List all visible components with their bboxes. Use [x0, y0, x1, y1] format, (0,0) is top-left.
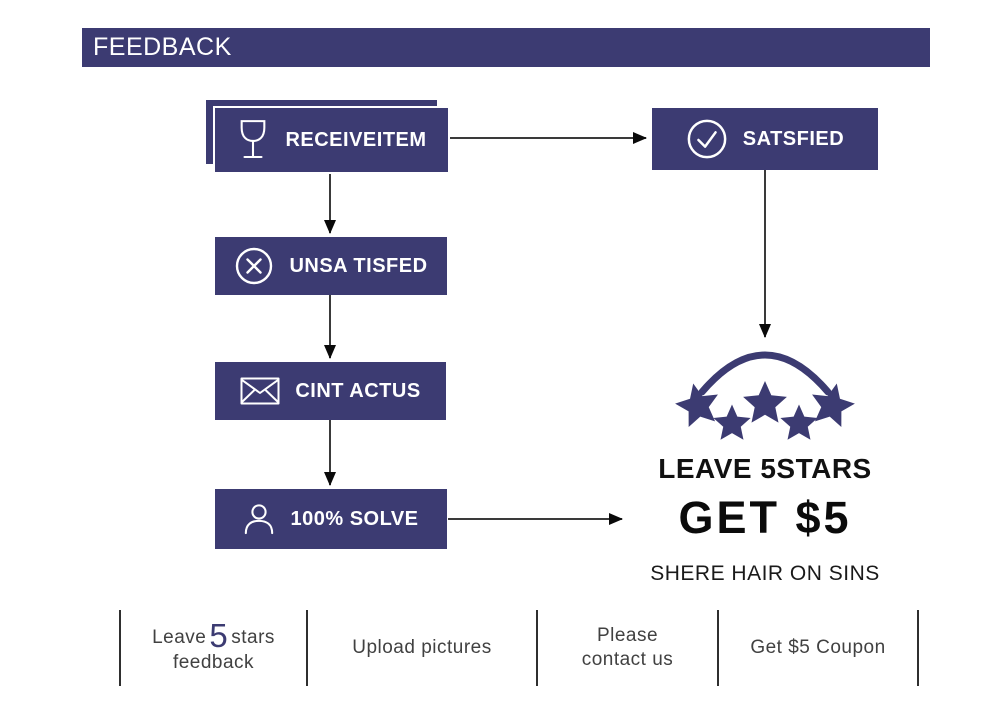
footer-step-line: contact us: [581, 649, 674, 670]
envelope-icon: [240, 377, 280, 405]
footer-divider: [119, 610, 121, 686]
footer-text: stars: [231, 627, 275, 649]
arc-stroke: [698, 351, 832, 396]
footer-divider: [717, 610, 719, 686]
page-title: FEEDBACK: [93, 33, 232, 61]
footer-text: Leave: [152, 627, 207, 649]
footer-divider: [536, 610, 538, 686]
star-icon: [743, 381, 787, 423]
solve-box: 100% SOLVE: [215, 489, 447, 549]
footer-step-contact-us: Please contact us: [538, 610, 717, 686]
footer-step-line: Please: [596, 625, 659, 647]
leave-5-stars-heading: LEAVE 5STARS: [658, 453, 872, 484]
unsatisfied-label: UNSA TISFED: [289, 254, 428, 277]
unsatisfied-box: UNSA TISFED: [215, 237, 447, 295]
star-icon: [806, 378, 858, 429]
footer-step-line: Upload pictures: [352, 637, 492, 659]
receive-item-box: RECEIVEITEM: [213, 106, 450, 174]
receive-item-label: RECEIVEITEM: [285, 128, 427, 151]
satisfied-label: SATSFIED: [742, 127, 845, 150]
big-five-numeral: 5: [209, 617, 229, 655]
footer-step-get-coupon: Get $5 Coupon: [719, 610, 917, 686]
satisfied-box: SATSFIED: [652, 108, 878, 170]
get-5-dollars-heading: GET $5: [678, 492, 852, 543]
x-circle-icon: [236, 247, 273, 285]
contact-us-box: CINT ACTUS: [215, 362, 446, 420]
check-circle-icon: [687, 119, 727, 159]
star-icon: [672, 378, 724, 429]
footer-divider: [306, 610, 308, 686]
brand-tagline: SHERE HAIR ON SINS: [650, 562, 880, 585]
person-icon: [245, 504, 274, 535]
five-stars-arc: [672, 351, 858, 440]
goblet-icon: [241, 120, 266, 159]
footer-divider: [917, 610, 919, 686]
footer-step-upload-pictures: Upload pictures: [308, 610, 536, 686]
footer-step-line: feedback: [172, 651, 255, 673]
footer-step-line: Get $5 Coupon: [750, 637, 886, 659]
star-icon: [780, 404, 818, 440]
star-icon: [713, 404, 751, 440]
solve-label: 100% SOLVE: [290, 507, 419, 530]
header-bar: FEEDBACK: [82, 28, 930, 67]
contact-us-label: CINT ACTUS: [295, 379, 421, 402]
